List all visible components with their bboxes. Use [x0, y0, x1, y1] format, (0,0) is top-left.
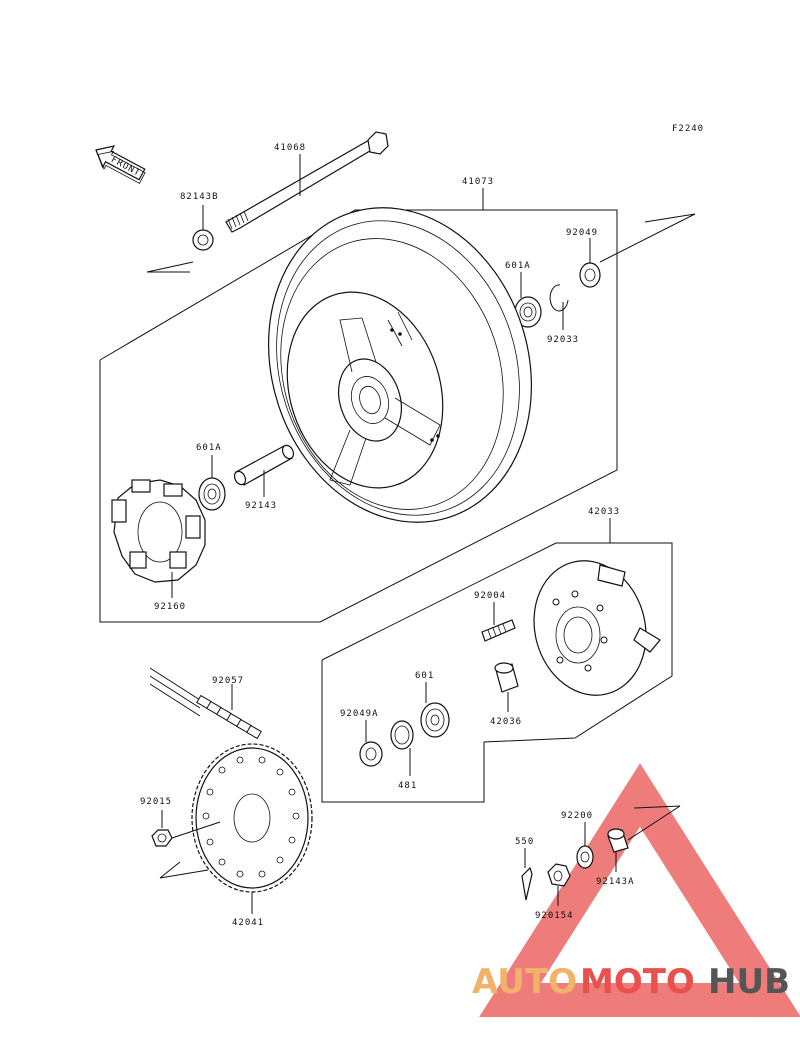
- watermark-part1: AUTO: [472, 962, 577, 1002]
- bearing-601A-left: 601A: [196, 443, 226, 511]
- front-arrow-icon: FRONT: [95, 145, 146, 184]
- label-42036: 42036: [490, 717, 522, 727]
- label-92049: 92049: [566, 228, 598, 238]
- label-92033: 92033: [547, 335, 579, 345]
- axle-41068: 41068: [146, 131, 389, 273]
- cotter-pin-550: 550: [515, 837, 534, 901]
- label-601A-left: 601A: [196, 443, 222, 453]
- hub-group-outline: [321, 542, 673, 803]
- collar-92143A: 92143A: [596, 805, 681, 887]
- rear-wheel-rim: [268, 207, 532, 523]
- label-92143A: 92143A: [596, 877, 635, 887]
- label-481: 481: [398, 781, 417, 791]
- stud-92004: 92004: [474, 591, 516, 642]
- watermark-text: AUTO MOTO HUB: [472, 962, 790, 1002]
- label-42033: 42033: [588, 507, 620, 517]
- label-92057: 92057: [212, 676, 244, 686]
- label-92160: 92160: [154, 602, 186, 612]
- washer-92200: 92200: [561, 811, 594, 869]
- label-92004: 92004: [474, 591, 506, 601]
- sprocket-hub-42033: [533, 560, 661, 696]
- label-92143: 92143: [245, 501, 277, 511]
- spacer-92143: 92143: [233, 444, 295, 511]
- label-601: 601: [415, 671, 434, 681]
- rear-sprocket-42041: 42041: [191, 743, 313, 928]
- label-82143B: 82143B: [180, 192, 219, 202]
- chain-92057: 92057: [149, 667, 262, 740]
- collar-92049A: 92049A: [340, 709, 383, 767]
- label-92015: 92015: [140, 797, 172, 807]
- nut-92015: 92015: [140, 797, 221, 879]
- label-550: 550: [515, 837, 534, 847]
- watermark-logo: [479, 763, 800, 1017]
- watermark-part2: MOTO: [580, 962, 695, 1002]
- label-41073: 41073: [462, 177, 494, 187]
- figure-code: F2240: [672, 124, 704, 134]
- circlip-92033: 92033: [547, 284, 579, 345]
- wheel-group-outline: [99, 209, 618, 623]
- label-41068: 41068: [274, 143, 306, 153]
- damper-92160: 92160: [111, 479, 206, 612]
- label-92049A: 92049A: [340, 709, 379, 719]
- label-920154: 920154: [535, 911, 574, 921]
- collar-42036: 42036: [490, 662, 522, 727]
- bearing-601: 601: [415, 671, 450, 738]
- castle-nut-920154: 920154: [535, 863, 574, 921]
- watermark-part3: HUB: [708, 962, 790, 1002]
- collar-92049: 92049: [566, 228, 601, 288]
- label-601A-top: 601A: [505, 261, 531, 271]
- label-92200: 92200: [561, 811, 593, 821]
- nut-82143B: 82143B: [180, 192, 219, 251]
- label-42041: 42041: [232, 918, 264, 928]
- circlip-481: 481: [390, 720, 417, 791]
